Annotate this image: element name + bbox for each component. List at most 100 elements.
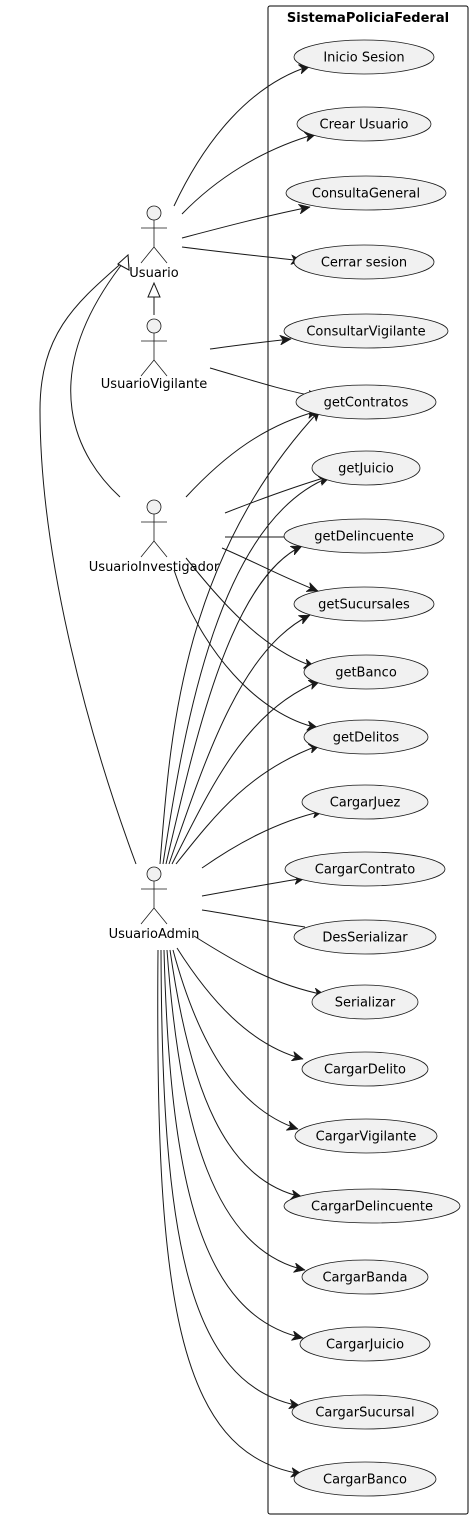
relationships <box>39 66 330 1474</box>
actors: UsuarioUsuarioVigilanteUsuarioInvestigad… <box>89 205 220 942</box>
use-case-cargarbanda: CargarBanda <box>301 1259 429 1295</box>
use-case-consulta: ConsultaGeneral <box>285 175 447 211</box>
association-admin-cargarvigilante <box>172 949 298 1129</box>
association-investigador-getsucursales <box>221 547 318 591</box>
stick-figure-icon <box>140 499 168 558</box>
generalization-triangle <box>117 253 130 271</box>
use-case-ellipse <box>293 39 435 75</box>
association-usuario-inicio <box>173 66 310 207</box>
association-admin-serializar <box>193 935 325 995</box>
use-case-label: Serializar <box>335 996 396 1011</box>
association-admin-cargarsucursal <box>160 949 300 1406</box>
use-case-ellipse <box>295 384 437 420</box>
use-case-ellipse <box>291 1394 439 1430</box>
actor-label: UsuarioVigilante <box>101 377 207 392</box>
use-case-label: CargarDelito <box>324 1063 406 1078</box>
stick-figure-icon <box>140 866 168 925</box>
use-case-label: Cerrar sesion <box>321 256 407 271</box>
use-case-ellipse <box>285 175 447 211</box>
use-case-ellipse <box>301 784 429 820</box>
use-case-cargarsucursal: CargarSucursal <box>291 1394 439 1430</box>
association-admin-getcontratos <box>159 410 320 865</box>
generalization-line <box>70 258 127 498</box>
use-case-ellipse <box>303 654 429 690</box>
association-vigilante-getcontratos <box>209 367 319 397</box>
use-case-cargarbanco: CargarBanco <box>293 1461 437 1497</box>
use-case-cargarjuicio: CargarJuicio <box>299 1326 431 1362</box>
use-case-ellipse <box>311 450 421 486</box>
actor-usuario: Usuario <box>129 205 179 281</box>
use-case-label: getContratos <box>324 396 409 411</box>
use-case-ellipse <box>301 1051 429 1087</box>
use-case-label: DesSerializar <box>322 931 408 946</box>
stick-figure-icon <box>140 318 168 377</box>
use-case-ellipse <box>311 984 419 1020</box>
use-case-ellipse <box>301 1259 429 1295</box>
use-case-crear: Crear Usuario <box>296 106 432 142</box>
use-case-getcontratos: getContratos <box>295 384 437 420</box>
use-case-ellipse <box>284 851 446 887</box>
use-case-ellipse <box>283 1188 461 1224</box>
association-admin-getdelincuente <box>165 545 302 865</box>
use-case-label: CargarDelincuente <box>311 1200 433 1215</box>
use-case-label: CargarBanda <box>322 1271 407 1286</box>
association-admin-cargarbanco <box>157 949 302 1474</box>
association-admin-getsucursales <box>168 614 310 865</box>
use-case-label: getDelitos <box>333 731 400 746</box>
association-investigador-getjuicio <box>224 476 330 514</box>
generalization-triangle <box>147 281 161 298</box>
use-case-desserializar: DesSerializar <box>293 919 437 955</box>
use-case-ellipse <box>293 586 435 622</box>
actor-label: UsuarioInvestigador <box>89 560 220 575</box>
association-usuario-crear <box>181 134 316 215</box>
use-case-getsucursales: getSucursales <box>293 586 435 622</box>
association-admin-cargarbanda <box>166 949 305 1270</box>
use-case-ellipse <box>283 313 449 349</box>
use-case-label: CargarSucursal <box>315 1406 414 1421</box>
use-case-label: ConsultarVigilante <box>306 325 425 340</box>
use-case-label: ConsultaGeneral <box>312 187 420 202</box>
association-admin-cargarjuez <box>201 811 323 869</box>
use-case-inicio: Inicio Sesion <box>293 39 435 75</box>
use-case-cargarcontrato: CargarContrato <box>284 851 446 887</box>
association-admin-cargardelincuente <box>169 949 302 1197</box>
generalization-vigilante-to-usuario <box>147 281 161 315</box>
association-usuario-cerrar <box>181 246 302 261</box>
association-investigador-getcontratos <box>185 411 318 498</box>
use-case-label: CargarJuez <box>330 796 401 811</box>
association-admin-getdelitos <box>175 745 320 865</box>
use-case-label: getSucursales <box>318 598 410 613</box>
use-case-cargardelito: CargarDelito <box>301 1051 429 1087</box>
use-case-label: getDelincuente <box>314 530 414 545</box>
use-case-cargarvigilante: CargarVigilante <box>294 1118 438 1154</box>
actor-label: UsuarioAdmin <box>109 927 200 942</box>
system-boundary-box <box>267 5 469 1515</box>
system-title: SistemaPoliciaFederal <box>287 11 449 26</box>
use-case-consultarvig: ConsultarVigilante <box>283 313 449 349</box>
use-case-cargardelincuente: CargarDelincuente <box>283 1188 461 1224</box>
use-case-ellipse <box>294 1118 438 1154</box>
association-investigador-getbanco <box>185 557 315 667</box>
use-case-ellipse <box>296 106 432 142</box>
use-case-label: Inicio Sesion <box>323 51 404 66</box>
use-case-cargarjuez: CargarJuez <box>301 784 429 820</box>
use-case-ellipse <box>293 244 435 280</box>
use-case-ellipse <box>299 1326 431 1362</box>
use-case-label: CargarContrato <box>315 863 415 878</box>
generalization-line <box>39 258 137 865</box>
association-admin-getjuicio <box>162 477 330 865</box>
association-admin-desserializar <box>201 909 306 928</box>
association-investigador-getdelitos <box>173 569 318 728</box>
actor-vigilante: UsuarioVigilante <box>101 318 207 392</box>
use-case-ellipse <box>293 1461 437 1497</box>
use-case-ellipse <box>283 518 445 554</box>
use-case-getjuicio: getJuicio <box>311 450 421 486</box>
use-case-ellipse <box>303 719 429 755</box>
association-admin-getbanco <box>171 681 320 865</box>
use-case-getdelitos: getDelitos <box>303 719 429 755</box>
association-admin-cargarjuicio <box>163 949 303 1338</box>
generalization-investigador-to-usuario <box>70 253 130 498</box>
use-case-ellipse <box>293 919 437 955</box>
